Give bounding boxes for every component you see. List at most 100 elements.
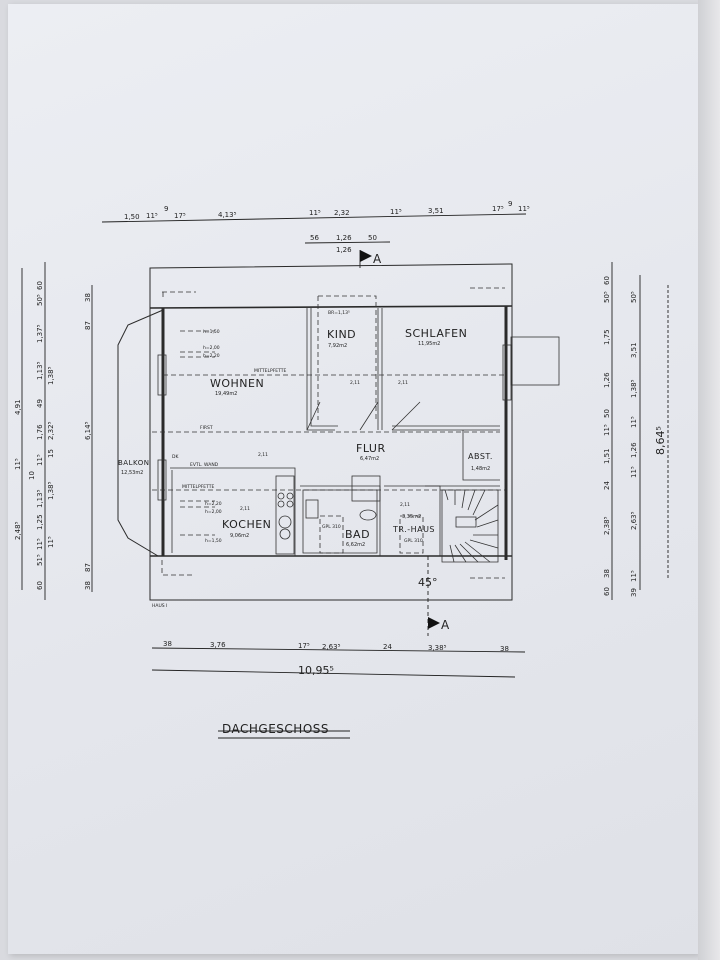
dimension-label: 9 — [164, 205, 168, 213]
gpl-bad-label: GPL 310 — [322, 524, 341, 530]
height-label: h=2,00 — [203, 345, 220, 351]
house-label: HAUS I — [152, 603, 167, 609]
room-balkon-area: 12,53m2 — [121, 470, 143, 476]
drawing-title: DACHGESCHOSS — [222, 722, 329, 736]
dimension-label: 1,38⁵ — [47, 481, 55, 500]
dimension-label: 17⁵ — [298, 642, 310, 650]
dimension-lines — [21, 213, 669, 739]
first-label: FIRST — [200, 425, 213, 431]
room-labels: WOHNEN 19,49m2 KIND 7,92m2 SCHLAFEN 11,9… — [118, 327, 492, 548]
dimension-label: 9 — [508, 200, 512, 208]
dimension-label: 60 — [36, 581, 44, 590]
dimension-label: 11⁵ — [630, 466, 638, 478]
door-height-label: 2,11 — [350, 380, 360, 386]
dimension-label: 50 — [368, 234, 377, 242]
dimension-label: 1,13⁵ — [36, 361, 44, 380]
dimension-label: 24 — [383, 643, 392, 651]
dimension-label: 17⁵ — [174, 212, 186, 220]
dimension-label: 1,26 — [603, 372, 611, 388]
roof-angle-label: 45° — [418, 576, 438, 589]
dk-label: DK — [172, 454, 179, 460]
dimension-label: 38 — [84, 581, 92, 590]
dimension-label: 2,32⁵ — [47, 421, 55, 440]
background-edge — [698, 0, 720, 960]
window-width-label: BR=1,13⁵ — [328, 310, 350, 316]
dimension-label: 38 — [84, 293, 92, 302]
annotations: MITTELPFETTE MITTELPFETTE FIRST EVTL. WA… — [152, 310, 438, 609]
dimension-label: 1,26 — [336, 246, 352, 254]
dimension-label: 11⁵ — [630, 416, 638, 428]
dimension-label: 1,76 — [36, 424, 44, 440]
dimension-label: 1,75 — [603, 329, 611, 345]
dimension-label: 51⁵ — [36, 554, 44, 566]
dimension-label: 11⁵ — [309, 209, 321, 217]
room-bad-area: 6,62m2 — [346, 542, 365, 548]
room-schlafen-name: SCHLAFEN — [405, 327, 467, 340]
dimension-label: 50⁵ — [630, 291, 638, 303]
dimension-label: 1,26 — [336, 234, 352, 242]
dimension-label: 8,64⁵ — [654, 426, 667, 455]
dimension-label: 11⁵ — [390, 208, 402, 216]
dimension-label: 50⁵ — [36, 294, 44, 306]
dimension-label: 2,63⁵ — [322, 643, 341, 651]
dimension-label: 2,32 — [334, 209, 350, 217]
dimension-label: 11⁵ — [47, 536, 55, 548]
dimension-label: 2,38⁵ — [603, 516, 611, 535]
dimension-label: 1,37⁵ — [36, 324, 44, 343]
dimension-label: 38 — [163, 640, 172, 648]
room-wohnen-area: 19,49m2 — [215, 391, 237, 397]
dimension-label: 11⁵ — [14, 458, 22, 470]
section-marker-bottom: A — [427, 556, 450, 636]
dimension-label: 50⁵ — [603, 291, 611, 303]
section-marker-label: A — [441, 618, 450, 632]
dimension-label: 1,26 — [630, 442, 638, 458]
room-kind-name: KIND — [327, 328, 356, 341]
dimension-label: 60 — [36, 281, 44, 290]
roof-outline — [149, 263, 513, 601]
section-marker-top: A — [359, 250, 382, 268]
staircase — [441, 489, 499, 563]
dimension-label: 11⁵ — [146, 212, 158, 220]
dimension-label: 3,51 — [630, 342, 638, 358]
room-trhaus-name: TR.-HAUS — [392, 525, 435, 534]
room-flur-name: FLUR — [356, 442, 386, 455]
evtl-wand-label: EVTL. WAND — [190, 462, 219, 468]
section-marker-label: A — [373, 252, 382, 266]
room-trhaus-area: 3,35m2 — [402, 514, 421, 520]
dimension-label: 6,14⁵ — [84, 421, 92, 440]
height-label: h=1,50 — [205, 538, 222, 544]
room-schlafen-area: 11,95m2 — [418, 341, 440, 347]
room-flur-area: 6,47m2 — [360, 456, 379, 462]
room-wohnen-name: WOHNEN — [210, 377, 264, 390]
dimension-label: 56 — [310, 234, 319, 242]
dimension-label: 38 — [500, 645, 509, 653]
mittelpfette-label: MITTELPFETTE — [254, 368, 287, 374]
dimension-label: 17⁵ — [492, 205, 504, 213]
height-label: h=2,00 — [205, 509, 222, 515]
mittelpfette-label: MITTELPFETTE — [182, 484, 215, 490]
dimension-label: 1,50 — [124, 213, 140, 221]
dimension-label: 87 — [84, 563, 92, 572]
dimension-label: 15 — [47, 449, 55, 458]
dimension-label: 11⁵ — [36, 454, 44, 466]
door-height-label: 2,11 — [240, 506, 250, 512]
room-kochen-name: KOCHEN — [222, 518, 271, 531]
dimension-label: 3,51 — [428, 207, 444, 215]
dimension-label: 38 — [603, 569, 611, 578]
paper-sheet — [8, 4, 698, 954]
dimension-label: 11⁵ — [518, 205, 530, 213]
room-abst-area: 1,48m2 — [471, 466, 490, 472]
dimension-label: 1,51 — [603, 448, 611, 464]
dimension-label: 1,38⁵ — [630, 379, 638, 398]
gpl-trhaus-label: GPL 310 — [404, 538, 423, 544]
dimension-label: 1,38⁵ — [47, 366, 55, 385]
walls — [152, 295, 560, 563]
height-label: h=1,50 — [203, 329, 220, 335]
dimension-label: 2,63⁵ — [630, 511, 638, 530]
dimension-label: 10,95⁵ — [298, 664, 334, 677]
dimension-label: 60 — [603, 587, 611, 596]
door-height-label: 2,11 — [258, 452, 268, 458]
dimension-label: 11⁵ — [630, 570, 638, 582]
